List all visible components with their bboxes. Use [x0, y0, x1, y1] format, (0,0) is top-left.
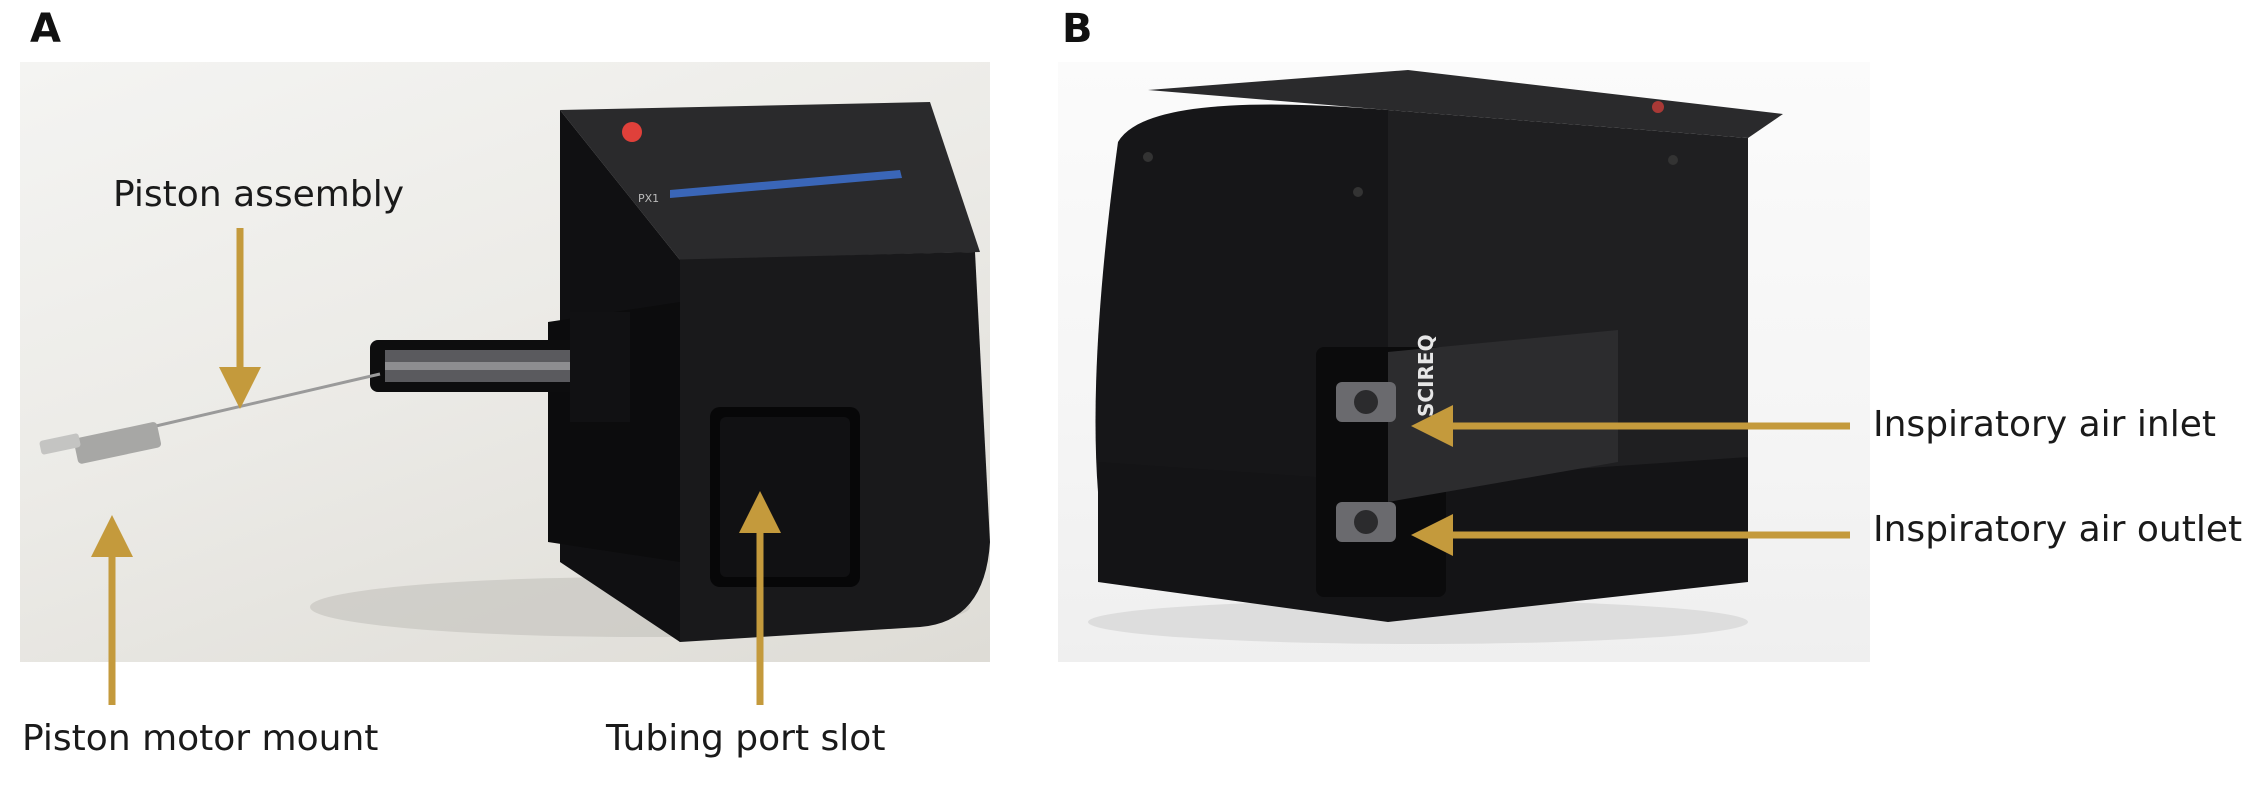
label-piston-motor-mount: Piston motor mount	[22, 718, 379, 759]
indicator-dot	[622, 122, 642, 142]
photo-device-rear-view: SCIREQ	[1058, 62, 1870, 662]
blue-stripe	[670, 170, 902, 198]
label-inspiratory-air-outlet: Inspiratory air outlet	[1873, 509, 2243, 550]
label-inspiratory-air-inlet: Inspiratory air inlet	[1873, 404, 2216, 445]
label-tubing-port-slot: Tubing port slot	[606, 718, 886, 759]
piston-rod	[129, 372, 381, 434]
panel-letter-b: B	[1062, 6, 1093, 52]
device-rear-illustration: SCIREQ	[1088, 70, 1783, 644]
rear-left-face	[1095, 104, 1388, 582]
device-brand-label: SCIREQ	[1414, 334, 1438, 417]
device-top-face	[560, 102, 980, 260]
label-piston-assembly: Piston assembly	[113, 174, 405, 215]
device-side-illustration: PX1	[39, 102, 990, 642]
rear-top-face	[1148, 70, 1783, 138]
device-top-marking: PX1	[638, 192, 659, 205]
piston-motor-mount-body	[73, 422, 162, 464]
photo-device-side-view: PX1	[20, 62, 990, 662]
panel-letter-a: A	[30, 6, 61, 52]
